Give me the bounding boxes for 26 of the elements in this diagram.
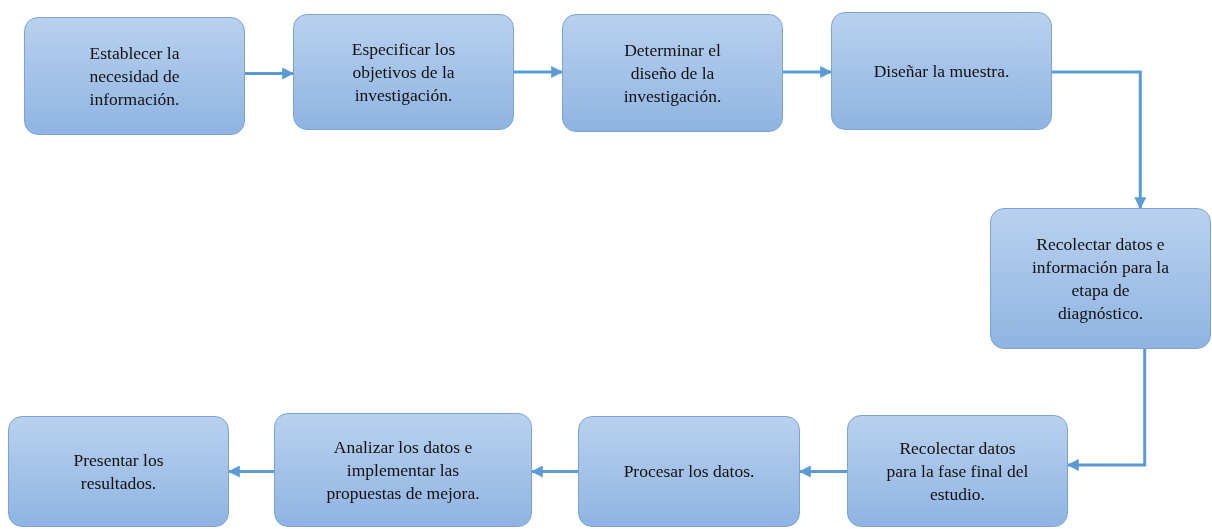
arrow [783, 66, 833, 78]
step-text: Analizar los datos e implementar las propuestas de mejora. [325, 435, 481, 505]
process-box [293, 14, 514, 130]
arrow [1052, 70, 1147, 210]
step-text: Determinar el diseño de la investigación. [622, 38, 723, 108]
process-box [990, 208, 1211, 349]
step-text: Recolectar datos e información para la etapa de diagnóstico. [1031, 232, 1170, 325]
arrow [530, 465, 578, 478]
step-text: Establecer la necesidad de información. [88, 41, 181, 111]
step-text: Recolectar datos para la fase final del estudio. [886, 436, 1029, 506]
process-box [24, 17, 245, 135]
arrow [798, 465, 847, 478]
step-text: Presentar los resultados. [72, 448, 165, 495]
step-text: Procesar los datos. [623, 460, 755, 483]
arrow [1066, 349, 1147, 471]
process-box [847, 415, 1068, 527]
step-text: Especificar los objetivos de la investigación. [350, 37, 457, 107]
process-box [8, 416, 229, 527]
arrow [245, 67, 295, 80]
process-box [274, 413, 532, 527]
step-text: Diseñar la muestra. [873, 59, 1010, 83]
process-box [562, 14, 783, 132]
process-box [578, 416, 800, 527]
process-box [831, 12, 1052, 130]
arrow [514, 66, 564, 78]
arrow [227, 465, 274, 478]
